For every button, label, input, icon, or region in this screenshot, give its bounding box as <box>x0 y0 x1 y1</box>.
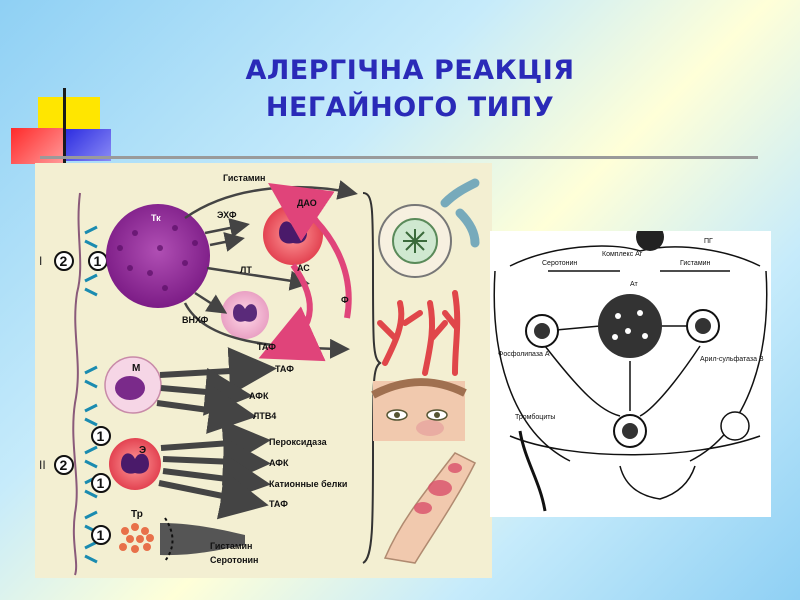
circle-label: 2 <box>60 457 68 473</box>
platelets <box>119 523 154 553</box>
platelet-brace <box>164 517 174 562</box>
eosinophil-mediator: Пероксидаза <box>269 437 328 447</box>
platelet-mediator: Серотонин <box>210 555 258 565</box>
eosinophil-mediator: ТАФ <box>269 499 288 509</box>
label-pg: ПГ <box>704 238 713 245</box>
title-rule <box>40 156 758 159</box>
left-diagram-panel: I II 2 1 1 2 1 1 Тк Гист <box>35 163 492 578</box>
numbered-circles: 2 1 1 2 1 1 <box>54 251 111 545</box>
face-illustration <box>371 378 467 441</box>
circle-label: 1 <box>97 428 105 444</box>
vessels-illustration <box>377 290 461 376</box>
mast-cell-label: Тк <box>151 213 161 223</box>
arm-rash-illustration <box>383 452 477 564</box>
right-diagram: Комплекс Аг Ат ПГ Серотонин Гистамин Фос… <box>493 223 768 512</box>
receptors <box>84 225 98 564</box>
label-serotonin: Серотонин <box>542 260 577 267</box>
monocyte-label: М <box>132 363 140 374</box>
monocyte-mediator: АФК <box>249 391 269 401</box>
eosinophil-mediator: АФК <box>269 458 289 468</box>
label-f: Ф <box>341 295 349 305</box>
outer-arc <box>509 245 761 267</box>
circle-label: 1 <box>97 475 105 491</box>
label-vnhf: ВНХФ <box>182 315 209 325</box>
label-arylsulfatase: Арил-сульфатаза В <box>700 356 764 363</box>
face-outline <box>619 465 696 500</box>
central-mast-cell <box>598 294 662 358</box>
label-phospholipase: Фосфолипаза А <box>498 351 550 358</box>
pink-arrow-f <box>258 263 326 362</box>
label-histamine-top: Гистамин <box>223 173 265 183</box>
label-at: Ат <box>630 281 639 288</box>
brace <box>362 192 382 564</box>
neutrophil-nucleus <box>233 304 257 322</box>
eosinophil-arrows <box>158 419 271 520</box>
slide-title-line2: НЕГАЙНОГО ТИПУ <box>265 92 555 123</box>
cell-membrane <box>72 192 82 576</box>
mast-arrows <box>183 180 358 359</box>
circle-label: 1 <box>97 527 105 543</box>
decor-vertical-line <box>63 88 66 166</box>
circle-label: 1 <box>94 253 102 269</box>
circle-label: 2 <box>60 253 68 269</box>
vessel-left <box>518 430 547 512</box>
platelet-arrow <box>160 523 245 556</box>
label-complex: Комплекс Аг <box>602 251 643 258</box>
lower-arc <box>509 435 761 456</box>
mast-cell-granules <box>117 225 198 291</box>
mast-cell <box>106 204 210 308</box>
label-histamine: Гистамин <box>680 260 711 267</box>
left-diagram: I II 2 1 1 2 1 1 Тк Гист <box>39 173 480 576</box>
central-cell-granules <box>612 310 648 340</box>
monocyte-mediator: ТАФ <box>275 364 294 374</box>
platelet-label: Тр <box>131 509 143 520</box>
label-lt: ЛТ <box>240 265 252 275</box>
monocyte-arrows <box>156 347 277 434</box>
platelet-mediator: Гистамин <box>210 541 252 551</box>
eosinophil-mediator: Катионные белки <box>269 479 347 489</box>
curve-right <box>639 345 701 417</box>
curve-left <box>544 345 621 417</box>
bronchus-illustration <box>378 178 480 278</box>
label-dao: ДАО <box>297 198 317 208</box>
type-label-1: I <box>39 254 42 268</box>
monocyte-mediator: ЛТВ4 <box>253 411 276 421</box>
decor-blue-square <box>63 129 111 161</box>
eosinophil-nucleus <box>121 453 149 474</box>
slide-title: АЛЕРГІЧНА РЕАКЦІЯ НЕГАЙНОГО ТИПУ <box>180 52 640 126</box>
type-label-2: II <box>39 458 46 472</box>
eosinophil-label: Э <box>139 445 146 456</box>
label-as: АС <box>297 263 310 273</box>
pink-arrow-top <box>268 182 352 319</box>
lung-circle <box>720 411 750 441</box>
slide-title-line1: АЛЕРГІЧНА РЕАКЦІЯ <box>245 55 575 86</box>
monocyte-nucleus <box>115 376 145 400</box>
label-ehf: ЭХФ <box>217 210 237 220</box>
right-diagram-panel: Комплекс Аг Ат ПГ Серотонин Гистамин Фос… <box>490 223 771 517</box>
label-taf-top: ТАФ <box>257 342 276 352</box>
label-thrombocytes: Тромбоциты <box>515 413 555 421</box>
